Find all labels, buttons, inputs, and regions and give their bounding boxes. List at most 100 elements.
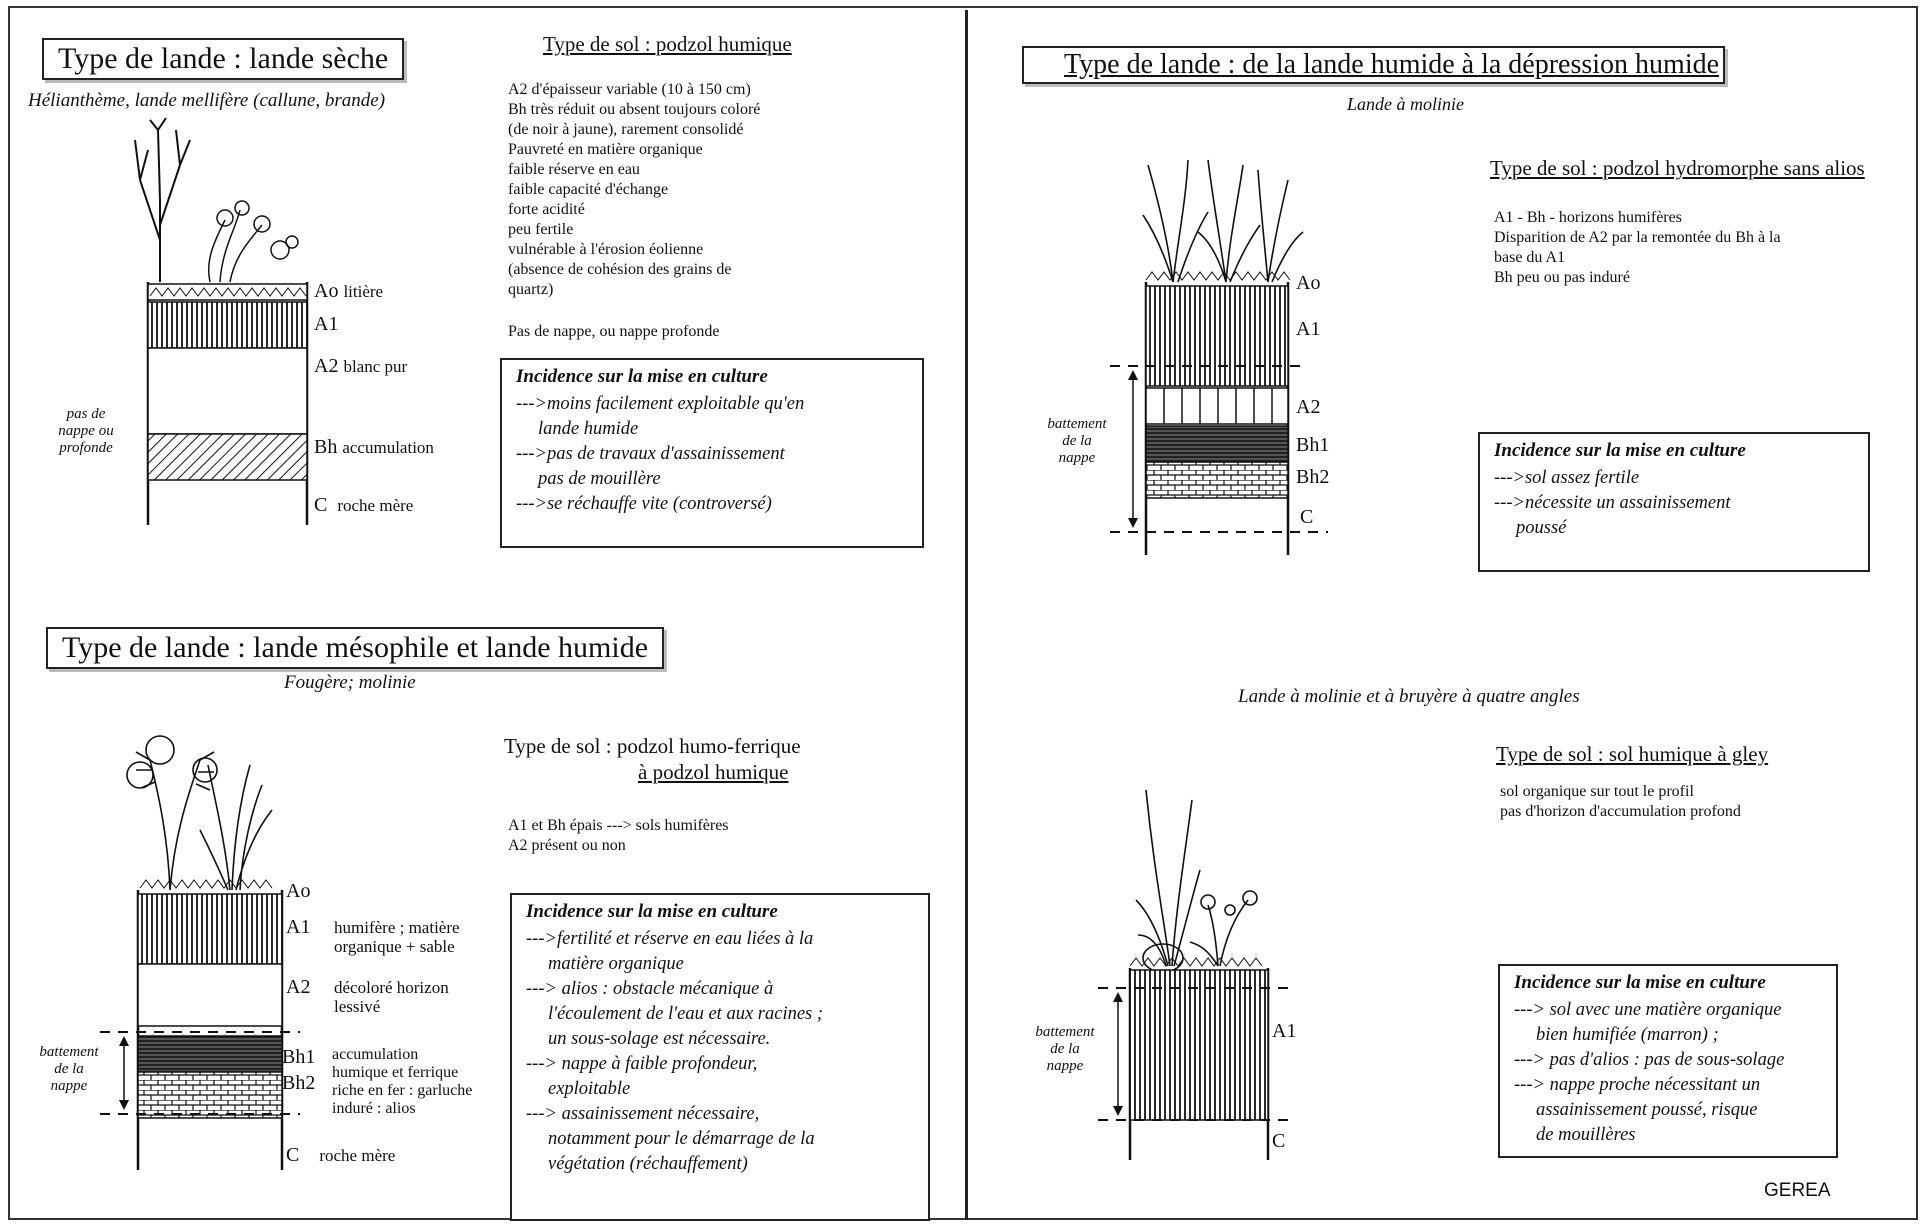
side-note-line: nappe <box>1046 1058 1084 1074</box>
panel-seche-nappe-text: Pas de nappe, ou nappe profonde <box>508 323 720 340</box>
side-note-line: battement <box>1047 416 1107 432</box>
side-note-line: battement <box>1035 1024 1095 1040</box>
incidence-line: végétation (réchauffement) <box>548 1154 748 1174</box>
seche-a1-label: A1 <box>314 313 339 335</box>
horizon-description-line: humifère ; matière <box>334 918 460 937</box>
description-line: (de noir à jaune), rarement consolidé <box>508 121 744 138</box>
incidence-line: matière organique <box>548 954 684 974</box>
panel-humide-title: Type de lande : de la lande humide à la … <box>1022 46 1726 84</box>
panel-mesophile-subtitle: Fougère; molinie <box>284 672 416 693</box>
description-line: A2 d'épaisseur variable (10 à 150 cm) <box>508 81 751 98</box>
horizon-description-line: lessivé <box>334 997 381 1016</box>
horizon-description-line: riche en fer : garluche <box>332 1082 473 1099</box>
incidence-title: Incidence sur la mise en culture <box>516 366 768 387</box>
panel-humide-subtitle: Lande à molinie <box>1347 94 1464 114</box>
incidence-line: l'écoulement de l'eau et aux racines ; <box>548 1004 824 1024</box>
side-note-line: battement <box>39 1044 99 1060</box>
incidence-line: bien humifiée (marron) ; <box>1536 1025 1719 1045</box>
meso-bh2-label: Bh2 <box>282 1072 316 1094</box>
incidence-line: --->moins facilement exploitable qu'en <box>516 394 805 414</box>
humide-bh2-label: Bh2 <box>1296 466 1330 488</box>
horizon-description-line: induré : alios <box>332 1100 416 1117</box>
description-line: Bh très réduit ou absent toujours coloré <box>508 101 761 118</box>
gley-a1-label: A1 <box>1272 1020 1297 1042</box>
description-line: base du A1 <box>1494 249 1566 266</box>
panel-gley-soil-title: Type de sol : sol humique à gley <box>1496 742 1769 766</box>
panel-mesophile-incidence-box: Incidence sur la mise en culture --->fer… <box>510 893 930 1221</box>
panel-seche-title: Type de lande : lande sèche <box>42 38 405 80</box>
incidence-lines: --->moins facilement exploitable qu'en la… <box>516 392 908 517</box>
horizon-a1 <box>147 301 308 349</box>
humide-ao-label: Ao <box>1296 272 1321 294</box>
description-line: (absence de cohésion des grains de <box>508 261 732 278</box>
meso-ao-label: Ao <box>286 880 311 902</box>
side-note-line: nappe ou <box>58 423 114 439</box>
description-line: faible réserve en eau <box>508 161 640 178</box>
credit-label: GEREA <box>1764 1180 1831 1201</box>
panel-seche-profile <box>134 117 309 525</box>
incidence-line: ---> nappe proche nécessitant un <box>1514 1075 1761 1095</box>
seche-a2-label: A2 blanc pur <box>314 355 408 377</box>
incidence-line: de mouillères <box>1536 1125 1636 1145</box>
panel-seche-soil-title: Type de sol : podzol humique <box>543 32 792 56</box>
horizon-bh2 <box>137 1071 283 1119</box>
description-line: pas d'horizon d'accumulation profond <box>1500 803 1741 820</box>
panel-mesophile-soil-title: Type de sol : podzol humo-ferrique <box>504 734 801 758</box>
incidence-lines: --->fertilité et réserve en eau liées à … <box>526 927 914 1177</box>
incidence-line: assainissement poussé, risque <box>1536 1100 1758 1120</box>
humide-a2-label: A2 <box>1296 396 1321 418</box>
meso-a2-label: A2 <box>286 976 311 998</box>
gley-c-label: C <box>1272 1130 1286 1152</box>
incidence-line: --->pas de travaux d'assainissement <box>516 444 785 464</box>
humide-c-label: C <box>1300 506 1314 528</box>
grass-plant-icon <box>199 764 273 891</box>
incidence-line: --->se réchauffe vite (controversé) <box>516 494 772 514</box>
humide-a1-label: A1 <box>1296 318 1321 340</box>
horizon-a2 <box>1145 387 1289 425</box>
description-line: faible capacité d'échange <box>508 181 669 198</box>
incidence-line: un sous-solage est nécessaire. <box>548 1029 771 1049</box>
incidence-line: --->nécessite un assainissement <box>1494 493 1731 513</box>
horizon-description-line: humique et ferrique <box>332 1064 459 1081</box>
description-line: sol organique sur tout le profil <box>1500 783 1694 800</box>
incidence-line: notamment pour le démarrage de la <box>548 1129 815 1149</box>
incidence-line: --->sol assez fertile <box>1494 468 1640 488</box>
horizon-description-line: décoloré horizon <box>334 978 449 997</box>
incidence-line: ---> sol avec une matière organique <box>1514 1000 1782 1020</box>
horizon-bh1 <box>137 1035 283 1073</box>
description-line: A1 - Bh - horizons humifères <box>1494 209 1682 226</box>
description-line: quartz) <box>508 281 554 298</box>
description-line: Bh peu ou pas induré <box>1494 269 1630 286</box>
incidence-line: lande humide <box>538 419 639 439</box>
incidence-line: exploitable <box>548 1079 631 1099</box>
molinia-grass-icon <box>1135 789 1201 973</box>
meso-c-label: C roche mère <box>286 1144 396 1166</box>
incidence-line: poussé <box>1516 518 1567 538</box>
incidence-lines: ---> sol avec une matière organique bien … <box>1514 998 1822 1148</box>
horizon-a1 <box>1129 969 1269 1121</box>
horizon-bh <box>147 433 308 481</box>
panel-gley-profile <box>1098 789 1288 1160</box>
description-line: peu fertile <box>508 221 574 238</box>
seche-ao-label: Ao litière <box>314 280 384 302</box>
seche-c-label: C roche mère <box>314 494 414 516</box>
incidence-line: ---> alios : obstacle mécanique à <box>526 979 774 999</box>
horizon-bh2 <box>1145 461 1289 499</box>
side-note-line: nappe <box>50 1078 88 1094</box>
panel-humide-profile <box>1110 159 1328 555</box>
incidence-title: Incidence sur la mise en culture <box>526 901 778 922</box>
incidence-line: ---> nappe à faible profondeur, <box>526 1054 758 1074</box>
panel-gley-incidence-box: Incidence sur la mise en culture ---> so… <box>1498 964 1838 1158</box>
nappe-range-arrow <box>119 1036 129 1110</box>
page-border <box>8 6 1918 1220</box>
panel-humide-incidence-box: Incidence sur la mise en culture --->sol… <box>1478 432 1870 572</box>
incidence-line: pas de mouillère <box>538 469 661 489</box>
horizon-a2 <box>147 347 308 435</box>
incidence-title: Incidence sur la mise en culture <box>1514 972 1766 993</box>
